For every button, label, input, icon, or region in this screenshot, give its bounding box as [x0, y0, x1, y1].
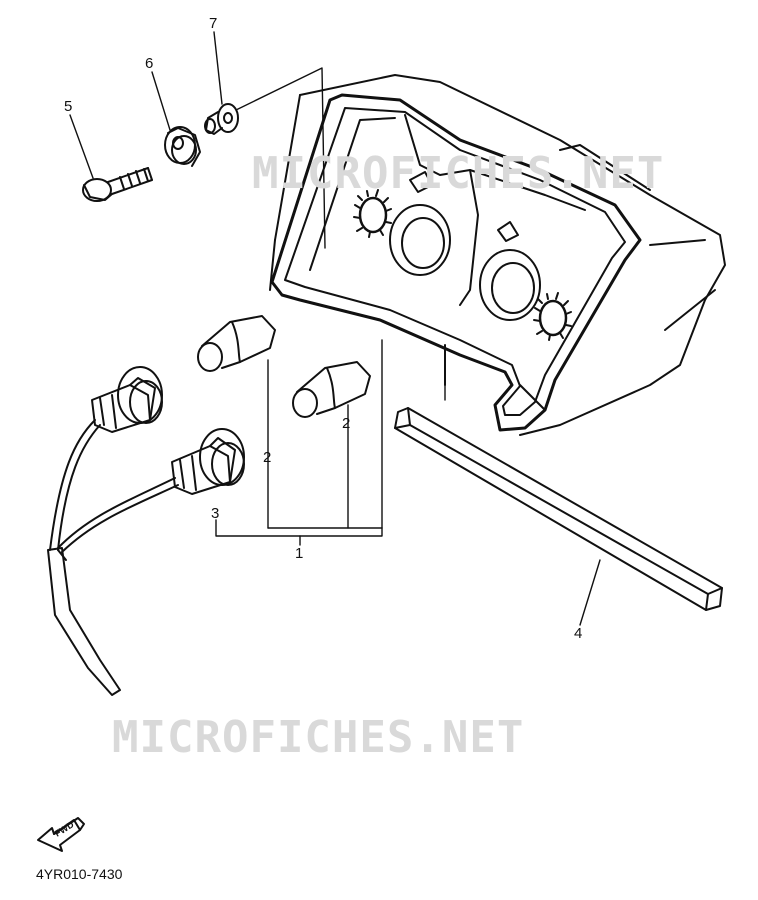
callout-2-right: 2 [342, 415, 351, 432]
tail-light-housing [269, 74, 726, 436]
callout-4: 4 [574, 625, 583, 642]
callout-5: 5 [64, 98, 73, 115]
callout-1: 1 [295, 545, 304, 562]
callout-2-left: 2 [263, 449, 272, 466]
lens-gasket [394, 407, 723, 611]
leader-lines [69, 31, 601, 626]
callout-6: 6 [145, 55, 154, 72]
watermark-top: MICROFICHES.NET [252, 148, 665, 199]
bulb-right [292, 361, 371, 418]
housing-socket-left [353, 171, 451, 276]
socket-harness [47, 366, 245, 696]
fwd-arrow [37, 817, 85, 852]
collar [204, 103, 239, 135]
bolt [82, 167, 153, 202]
grommet [164, 126, 201, 167]
watermark-bottom: MICROFICHES.NET [112, 712, 525, 763]
diagram-code: 4YR010-7430 [36, 866, 123, 882]
callout-3: 3 [211, 505, 220, 522]
housing-socket-right [479, 221, 572, 341]
bulb-left [197, 315, 276, 372]
callout-7: 7 [209, 15, 218, 32]
